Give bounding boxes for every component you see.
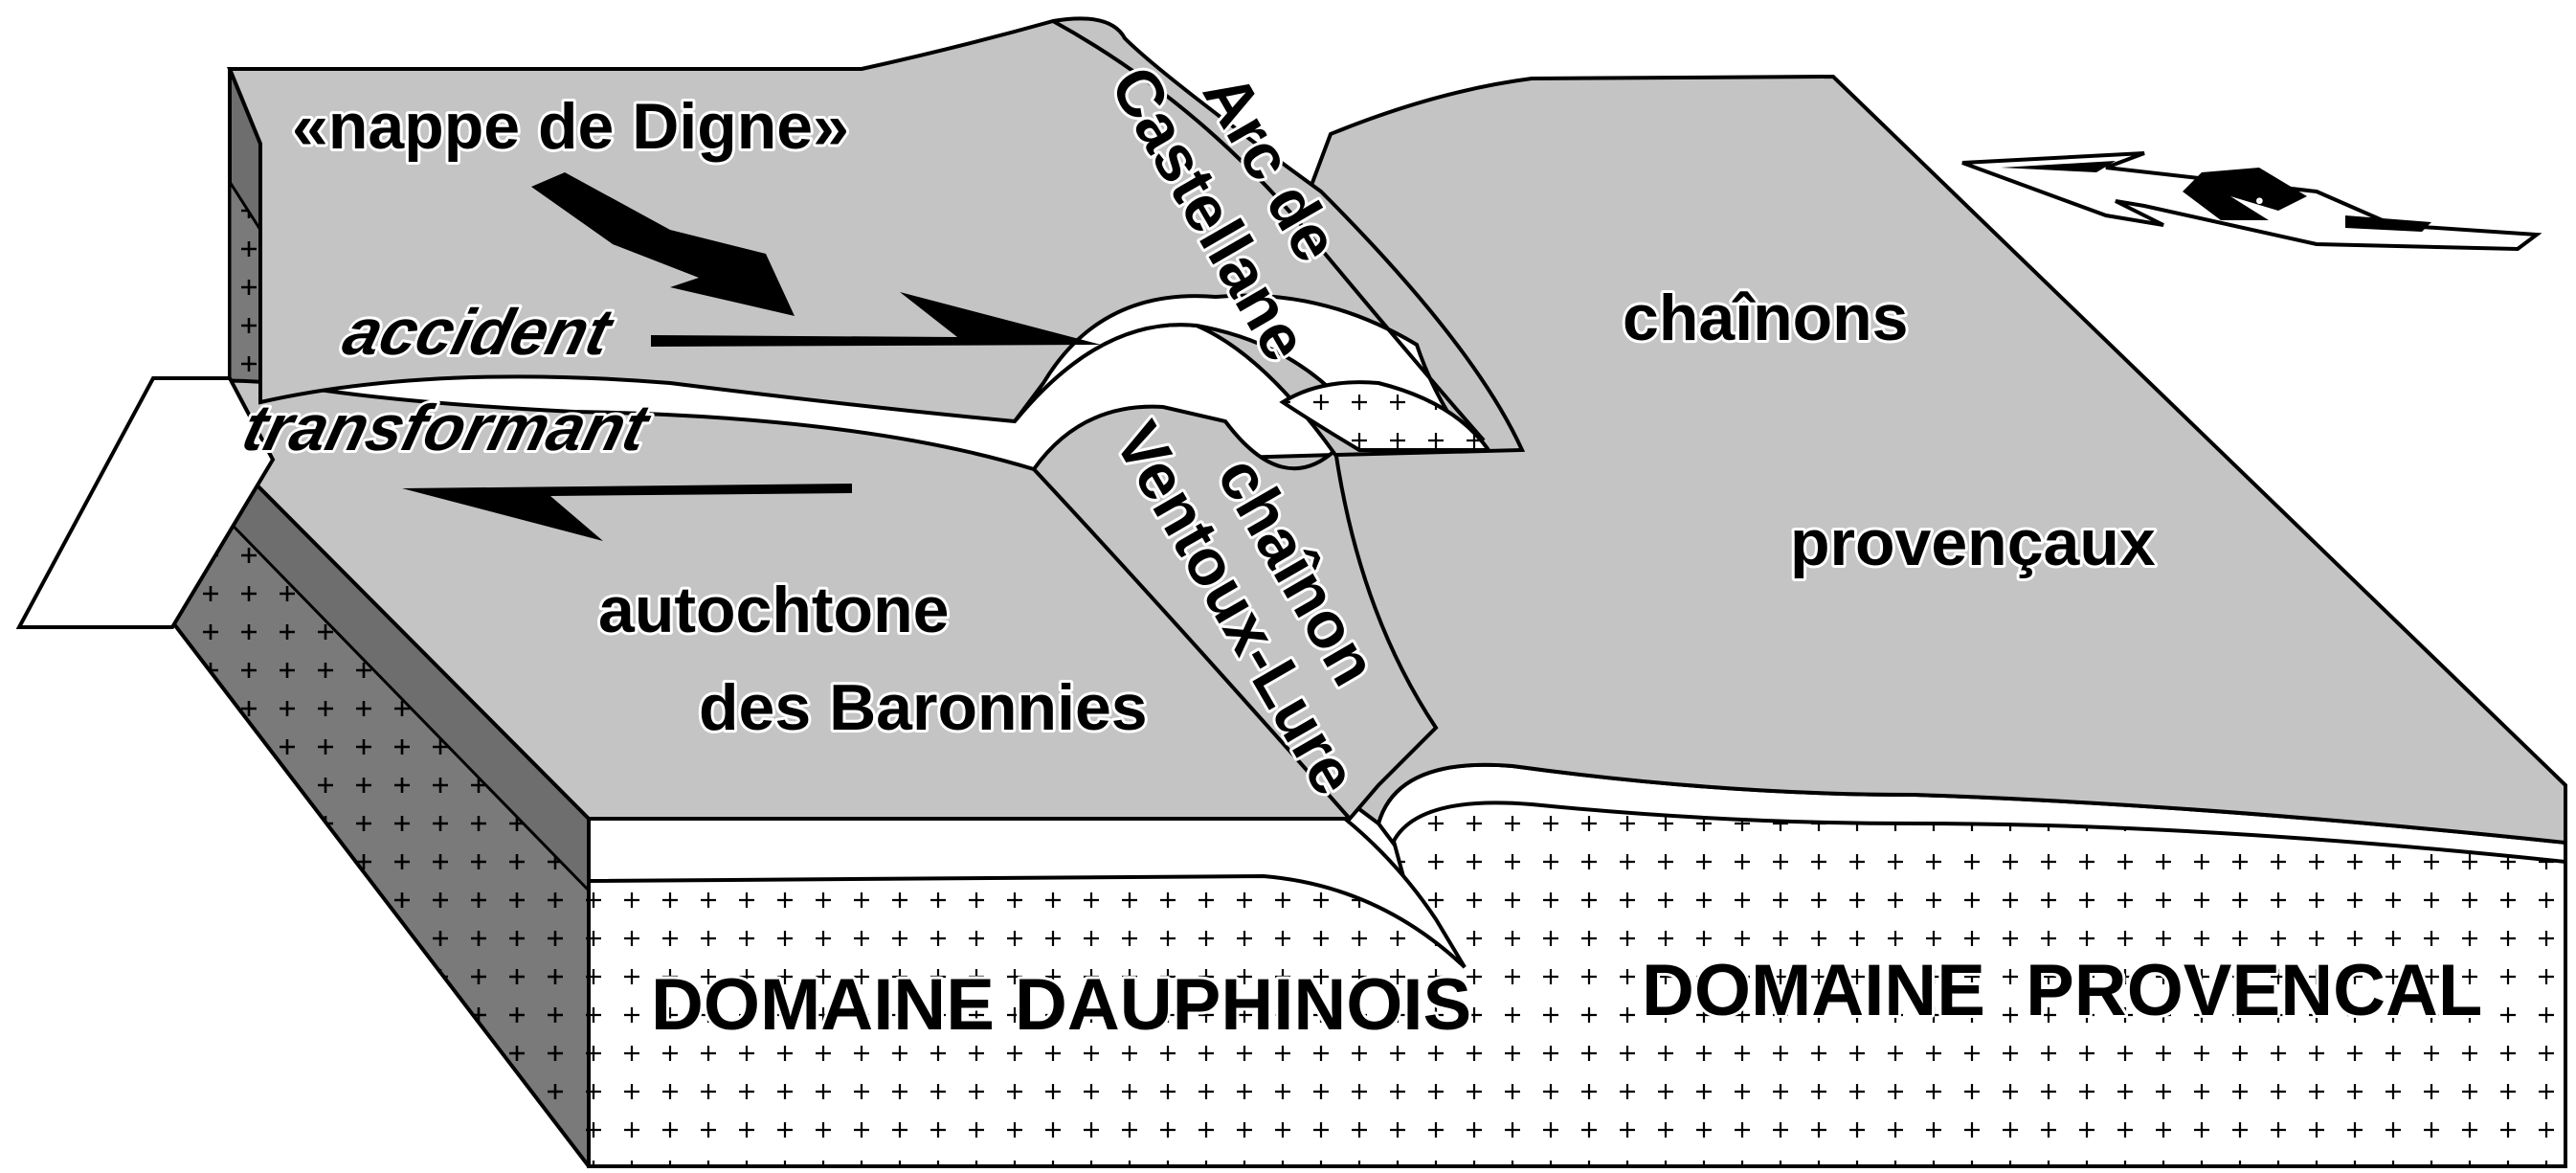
label-accident-text: accident [336,295,621,369]
label-accident: accident [336,295,621,369]
label-chainons: chaînons [1623,282,1909,354]
label-transformant-text: transformant [235,391,658,464]
label-transformant: transformant [235,391,658,464]
label-domaine-dauphinois: DOMAINE DAUPHINOIS [651,964,1471,1046]
label-autochtone: autochtone [598,574,949,646]
label-nappe-de-digne: «nappe de Digne» [292,90,849,163]
north-arrow: N [1962,153,2537,249]
label-domaine-provencal: DOMAINE PROVENCAL [1642,950,2482,1031]
label-provencaux: provençaux [1790,507,2156,579]
label-des-baronnies: des Baronnies [699,671,1148,744]
